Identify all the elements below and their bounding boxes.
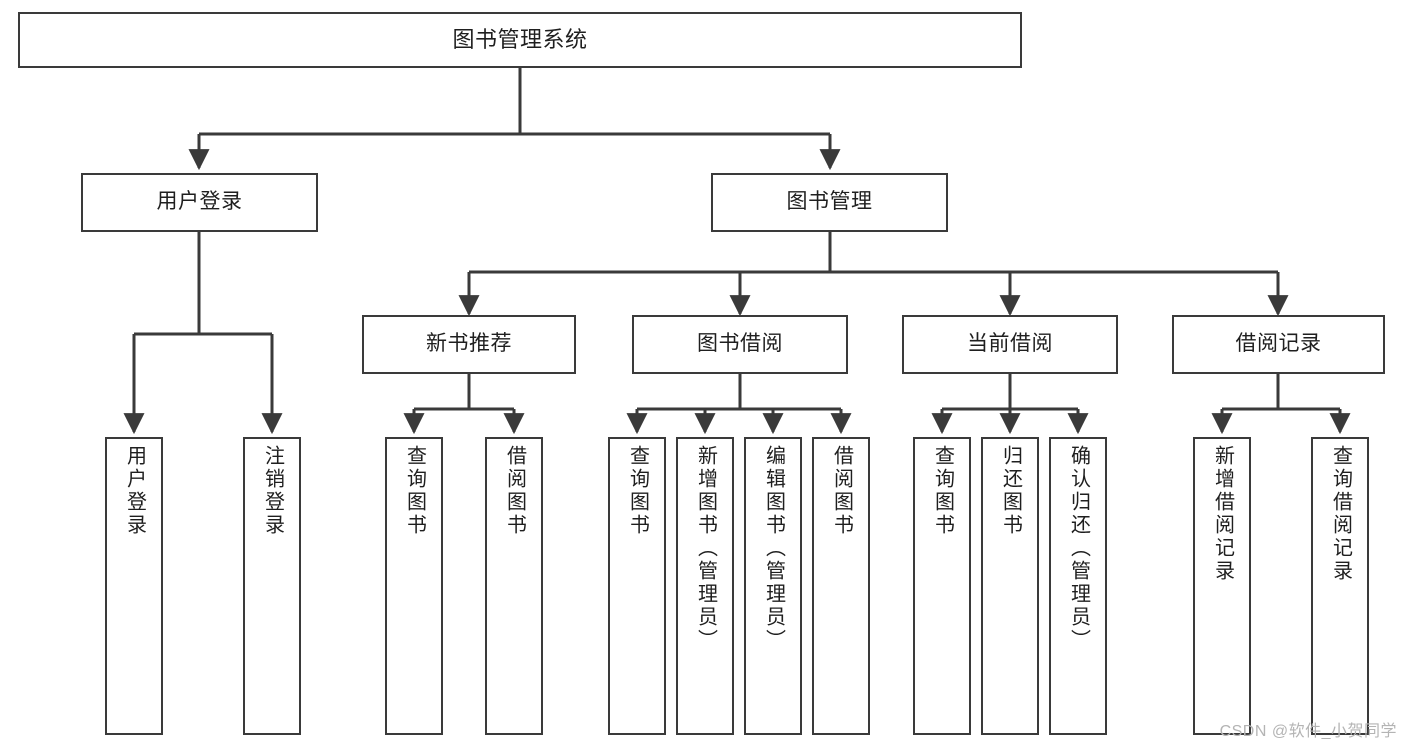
node-label: 新增借阅记录 — [1211, 445, 1234, 583]
leaf-query-book-borrow[interactable]: 查询图书 — [608, 437, 666, 735]
node-book-borrow[interactable]: 图书借阅 — [632, 315, 848, 374]
node-label: 借阅图书 — [503, 445, 526, 537]
node-label: 用户登录 — [123, 445, 146, 537]
node-root-system[interactable]: 图书管理系统 — [18, 12, 1022, 68]
leaf-confirm-return-admin[interactable]: 确认归还（管理员） — [1049, 437, 1107, 735]
node-label: 查询图书 — [931, 445, 954, 537]
leaf-add-borrow-record[interactable]: 新增借阅记录 — [1193, 437, 1251, 735]
leaf-return-book[interactable]: 归还图书 — [981, 437, 1039, 735]
node-label: 用户登录 — [156, 190, 243, 214]
node-current-borrow[interactable]: 当前借阅 — [902, 315, 1118, 374]
leaf-query-borrow-record[interactable]: 查询借阅记录 — [1311, 437, 1369, 735]
node-label: 图书管理 — [786, 190, 873, 214]
node-label: 编辑图书（管理员） — [762, 445, 785, 652]
node-label: 新书推荐 — [426, 332, 512, 356]
node-label: 注销登录 — [261, 445, 284, 537]
leaf-user-login[interactable]: 用户登录 — [105, 437, 163, 735]
node-book-manage[interactable]: 图书管理 — [711, 173, 948, 232]
node-label: 新增图书（管理员） — [694, 445, 717, 652]
node-borrow-record[interactable]: 借阅记录 — [1172, 315, 1385, 374]
node-user-login[interactable]: 用户登录 — [81, 173, 318, 232]
node-label: 归还图书 — [999, 445, 1022, 537]
leaf-borrow-book-recommend[interactable]: 借阅图书 — [485, 437, 543, 735]
watermark: CSDN @软件_小贺同学 — [1219, 723, 1397, 740]
leaf-borrow-book[interactable]: 借阅图书 — [812, 437, 870, 735]
leaf-query-book-current[interactable]: 查询图书 — [913, 437, 971, 735]
node-new-book-recommend[interactable]: 新书推荐 — [362, 315, 576, 374]
node-label: 确认归还（管理员） — [1067, 445, 1090, 652]
leaf-add-book-admin[interactable]: 新增图书（管理员） — [676, 437, 734, 735]
node-label: 借阅记录 — [1235, 332, 1322, 356]
node-label: 查询图书 — [626, 445, 649, 537]
node-label: 图书借阅 — [697, 332, 783, 356]
node-label: 图书管理系统 — [452, 27, 588, 53]
node-label: 借阅图书 — [830, 445, 853, 537]
leaf-query-book-recommend[interactable]: 查询图书 — [385, 437, 443, 735]
node-label: 查询借阅记录 — [1329, 445, 1352, 583]
node-label: 查询图书 — [403, 445, 426, 537]
leaf-edit-book-admin[interactable]: 编辑图书（管理员） — [744, 437, 802, 735]
leaf-logout[interactable]: 注销登录 — [243, 437, 301, 735]
node-label: 当前借阅 — [967, 332, 1053, 356]
